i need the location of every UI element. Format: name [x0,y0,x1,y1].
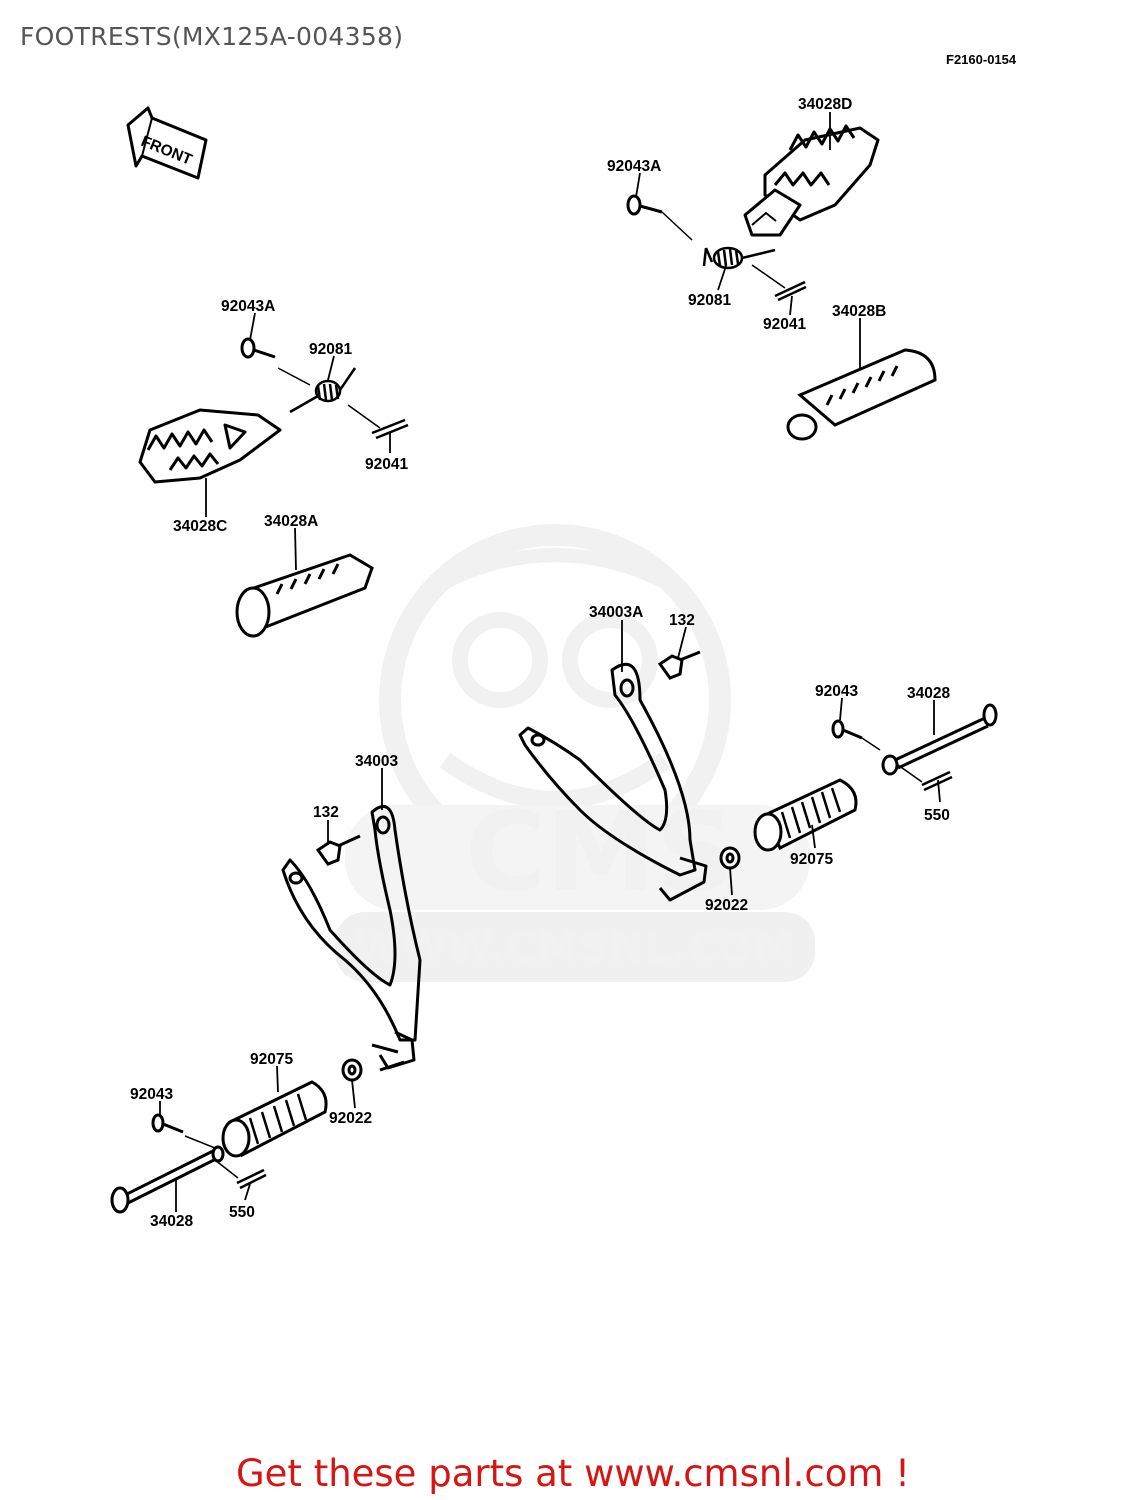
washer-92022-right-drawing [719,846,741,870]
part-label-92043A-top[interactable]: 92043A [607,158,661,175]
spring-92081-top-drawing [702,246,776,270]
watermark-brand: CMS [465,788,734,916]
part-label-92081-left[interactable]: 92081 [309,341,352,358]
bracket-34003-drawing [281,805,422,1072]
part-label-34003[interactable]: 34003 [355,753,398,770]
rubber-92075-right-drawing [753,778,858,852]
page-title: FOOTRESTS(MX125A-004358) [20,22,404,51]
rubber-92075-left-drawing [221,1080,328,1158]
part-label-132-right[interactable]: 132 [669,612,695,629]
part-label-34028-left[interactable]: 34028 [150,1213,193,1230]
footpeg-34028D-drawing [743,124,880,237]
part-label-92041-left[interactable]: 92041 [365,456,408,473]
part-label-92075-left[interactable]: 92075 [250,1051,293,1068]
part-label-92043A-left[interactable]: 92043A [221,298,275,315]
part-label-550-right[interactable]: 550 [924,807,950,824]
front-arrow-icon: FRONT [126,106,208,180]
get-parts-link[interactable]: Get these parts at www.cmsnl.com ! [235,1452,910,1495]
part-label-92075-right[interactable]: 92075 [790,851,833,868]
pin-550-left-drawing [214,1159,267,1190]
get-parts-banner[interactable]: Get these parts at www.cmsnl.com ! [0,1452,1146,1495]
part-labels: 34028D 92043A 92081 92041 34028B 92043A … [130,96,950,1230]
part-label-34028A[interactable]: 34028A [264,513,318,530]
watermark: CMS WWW.CMSNL.COM [335,524,815,982]
part-label-34028-right[interactable]: 34028 [907,685,950,702]
figure-code: F2160-0154 [946,52,1017,67]
bracket-34003A-drawing [518,662,708,902]
part-label-34028C[interactable]: 34028C [173,518,227,535]
washer-92022-left-drawing [341,1058,363,1082]
spring-92081-left-drawing [289,367,357,414]
watermark-url: WWW.CMSNL.COM [355,923,796,972]
part-label-92022-left[interactable]: 92022 [329,1110,372,1127]
footpeg-34028C-drawing [138,408,282,484]
axle-34028-right-drawing [881,703,998,776]
part-label-34028D[interactable]: 34028D [798,96,852,113]
pin-92041-top-drawing [751,264,807,302]
rubber-peg-34028B-drawing [786,348,937,441]
part-label-34028B[interactable]: 34028B [832,303,886,320]
rubber-peg-34028A-drawing [235,553,374,638]
pin-550-right-drawing [897,764,953,792]
part-label-92043-right[interactable]: 92043 [815,683,858,700]
bolt-132-right-drawing [657,650,701,680]
part-label-92022-right[interactable]: 92022 [705,897,748,914]
part-label-550-left[interactable]: 550 [229,1204,255,1221]
axle-34028-left-drawing [110,1145,225,1214]
pin-92043-left-drawing [151,1113,216,1149]
pin-92043-right-drawing [831,719,881,751]
part-label-132-left[interactable]: 132 [313,804,339,821]
part-label-34003A[interactable]: 34003A [589,604,643,621]
part-label-92081-top[interactable]: 92081 [688,292,731,309]
bolt-92043A-top-drawing [626,194,693,241]
bolt-92043A-left-drawing [240,337,311,386]
part-label-92041-top[interactable]: 92041 [763,316,806,333]
leader-lines [159,112,941,1212]
pin-92041-left-drawing [347,404,409,440]
part-label-92043-left[interactable]: 92043 [130,1086,173,1103]
